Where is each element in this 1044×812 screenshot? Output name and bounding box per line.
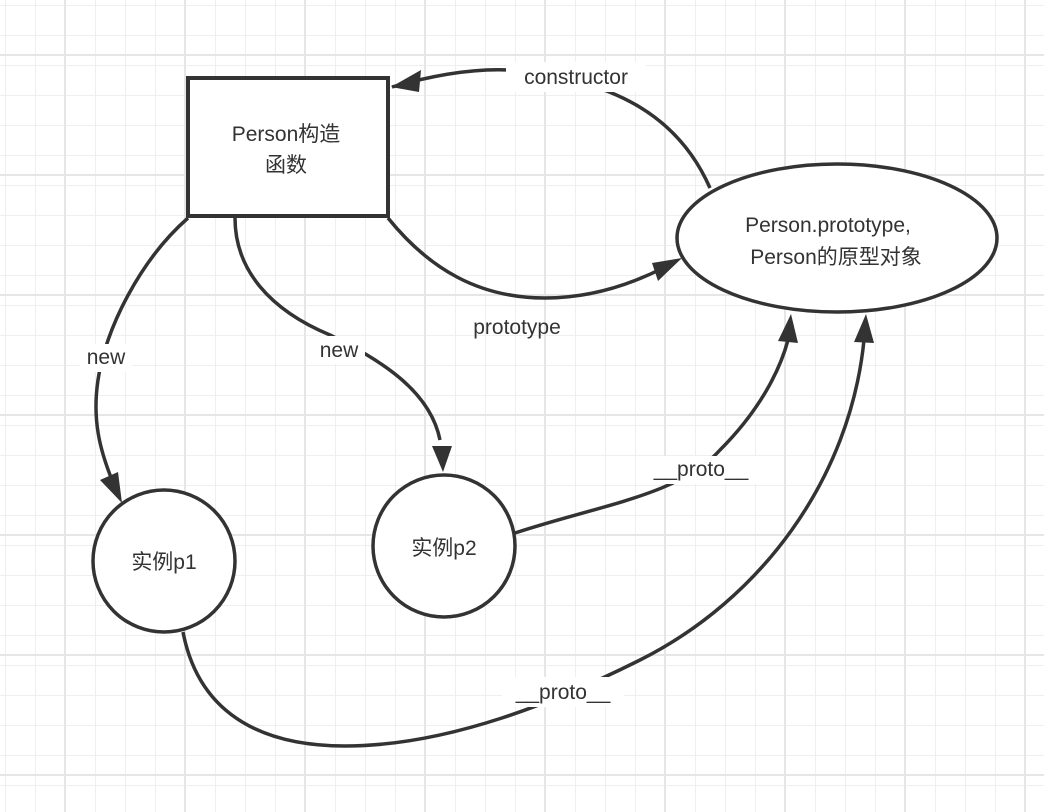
- edge-label-proto-p2: __proto__: [640, 456, 762, 484]
- edge-proto-p2-arrowhead: [778, 314, 798, 343]
- node-instance-p2[interactable]: 实例p2: [371, 473, 517, 619]
- edge-new-p2-arrowhead: [432, 446, 452, 472]
- edge-label-new-p2: new: [313, 336, 365, 364]
- edge-constructor-arrowhead: [391, 70, 421, 92]
- instance-p2-label: 实例p2: [411, 537, 476, 560]
- constructor-box-line-1: Person构造: [232, 123, 341, 146]
- edge-label-constructor: constructor: [506, 62, 646, 92]
- edge-label-new-p1: new: [80, 344, 132, 372]
- edge-label-proto-p1: __proto__: [502, 677, 624, 707]
- proto-p2-label: __proto__: [653, 458, 749, 481]
- node-constructor-box[interactable]: Person构造 函数: [186, 76, 390, 218]
- edge-proto-p2[interactable]: [514, 339, 790, 535]
- edge-new-p1[interactable]: [94, 216, 190, 481]
- edge-prototype[interactable]: [386, 216, 666, 300]
- edge-prototype-arrowhead: [652, 258, 682, 281]
- proto-p1-label: __proto__: [515, 681, 611, 704]
- edge-proto-p1-arrowhead: [854, 314, 874, 343]
- prototype-label: prototype: [473, 316, 561, 339]
- node-instance-p1[interactable]: 实例p1: [91, 488, 237, 634]
- prototype-ellipse-line-2: Person的原型对象: [750, 246, 922, 269]
- new-p2-label: new: [320, 339, 359, 362]
- instance-p1-label: 实例p1: [131, 551, 196, 574]
- prototype-ellipse-line-1: Person.prototype,: [745, 214, 911, 237]
- new-p1-label: new: [87, 346, 126, 369]
- node-prototype-ellipse[interactable]: Person.prototype, Person的原型对象: [675, 162, 999, 314]
- edge-label-prototype: prototype: [473, 316, 561, 339]
- constructor-box-line-2: 函数: [265, 154, 307, 177]
- edge-new-p1-arrowhead: [100, 472, 122, 503]
- constructor-label: constructor: [524, 66, 628, 89]
- edge-new-p2[interactable]: [233, 217, 442, 441]
